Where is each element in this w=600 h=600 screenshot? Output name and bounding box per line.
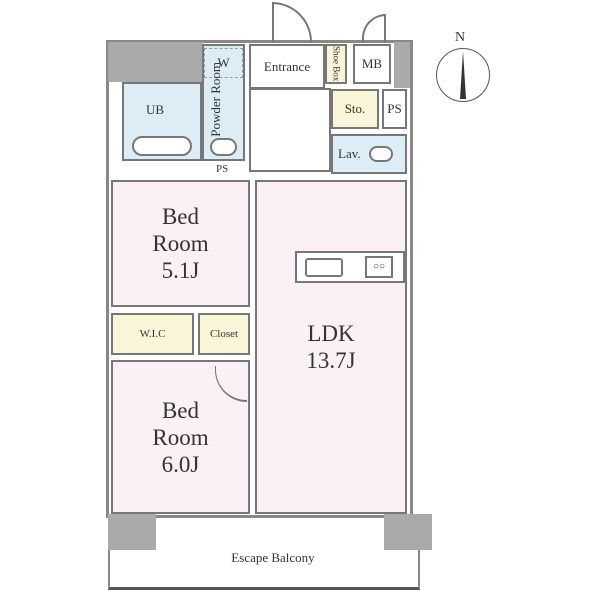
bedroom-1-label: Room [152, 231, 209, 256]
kitchen-counter: ○○ [295, 251, 405, 283]
lavatory: Lav. [331, 134, 407, 174]
closet-label: Closet [209, 328, 239, 340]
shoe-box: Shoe Box [325, 44, 347, 84]
ub-label: UB [146, 102, 165, 117]
shoe-box-label: Shoe Box [331, 46, 342, 82]
pipe-space: PS [382, 89, 407, 129]
wash-basin-icon [210, 138, 237, 156]
unit-bath: UB [122, 82, 202, 161]
bathtub-icon [132, 136, 192, 156]
wall-block [394, 42, 410, 88]
ldk-size: 13.7J [306, 348, 356, 373]
mb-label: MB [361, 56, 383, 71]
compass-needle [460, 51, 466, 99]
stove-icon: ○○ [365, 256, 393, 278]
bedroom-2-size: 6.0J [161, 451, 200, 477]
entrance: Entrance [249, 44, 325, 89]
entrance-label: Entrance [263, 58, 311, 74]
ps-label: PS [387, 101, 402, 116]
closet: Closet [198, 313, 250, 355]
bedroom-2-label: Bed [161, 397, 200, 423]
washer-label: W [204, 48, 243, 78]
bedroom-1-label: Bed [161, 204, 200, 229]
walk-in-closet: W.I.C [111, 313, 194, 355]
meter-box: MB [353, 44, 391, 84]
storage: Sto. [331, 89, 379, 129]
balcony-label: Escape Balcony [231, 550, 315, 565]
wic-label: W.I.C [139, 328, 166, 340]
ldk: LDK 13.7J [255, 180, 407, 514]
bedroom-2-label: Room [152, 424, 209, 450]
wall-block [108, 42, 203, 82]
toilet-icon [369, 146, 393, 162]
hallway [249, 88, 331, 172]
bedroom-2: Bed Room 6.0J [111, 360, 250, 514]
balcony-pillar [384, 514, 432, 550]
bedroom-1: Bed Room 5.1J [111, 180, 250, 307]
powder-room: W Powder Room [202, 44, 245, 161]
sink-icon [305, 258, 343, 277]
storage-label: Sto. [344, 101, 366, 116]
ldk-label: LDK [307, 321, 355, 346]
balcony-pillar [108, 514, 156, 550]
ps-small-label: PS [216, 163, 229, 175]
bedroom-1-size: 5.1J [161, 258, 200, 283]
north-label: N [455, 30, 466, 45]
compass-icon [436, 48, 490, 102]
mb-door-icon [362, 14, 386, 42]
powder-room-label: Powder Room [207, 62, 223, 137]
lav-label: Lav. [338, 146, 361, 161]
entrance-door-icon [272, 2, 312, 42]
escape-balcony [108, 550, 420, 590]
